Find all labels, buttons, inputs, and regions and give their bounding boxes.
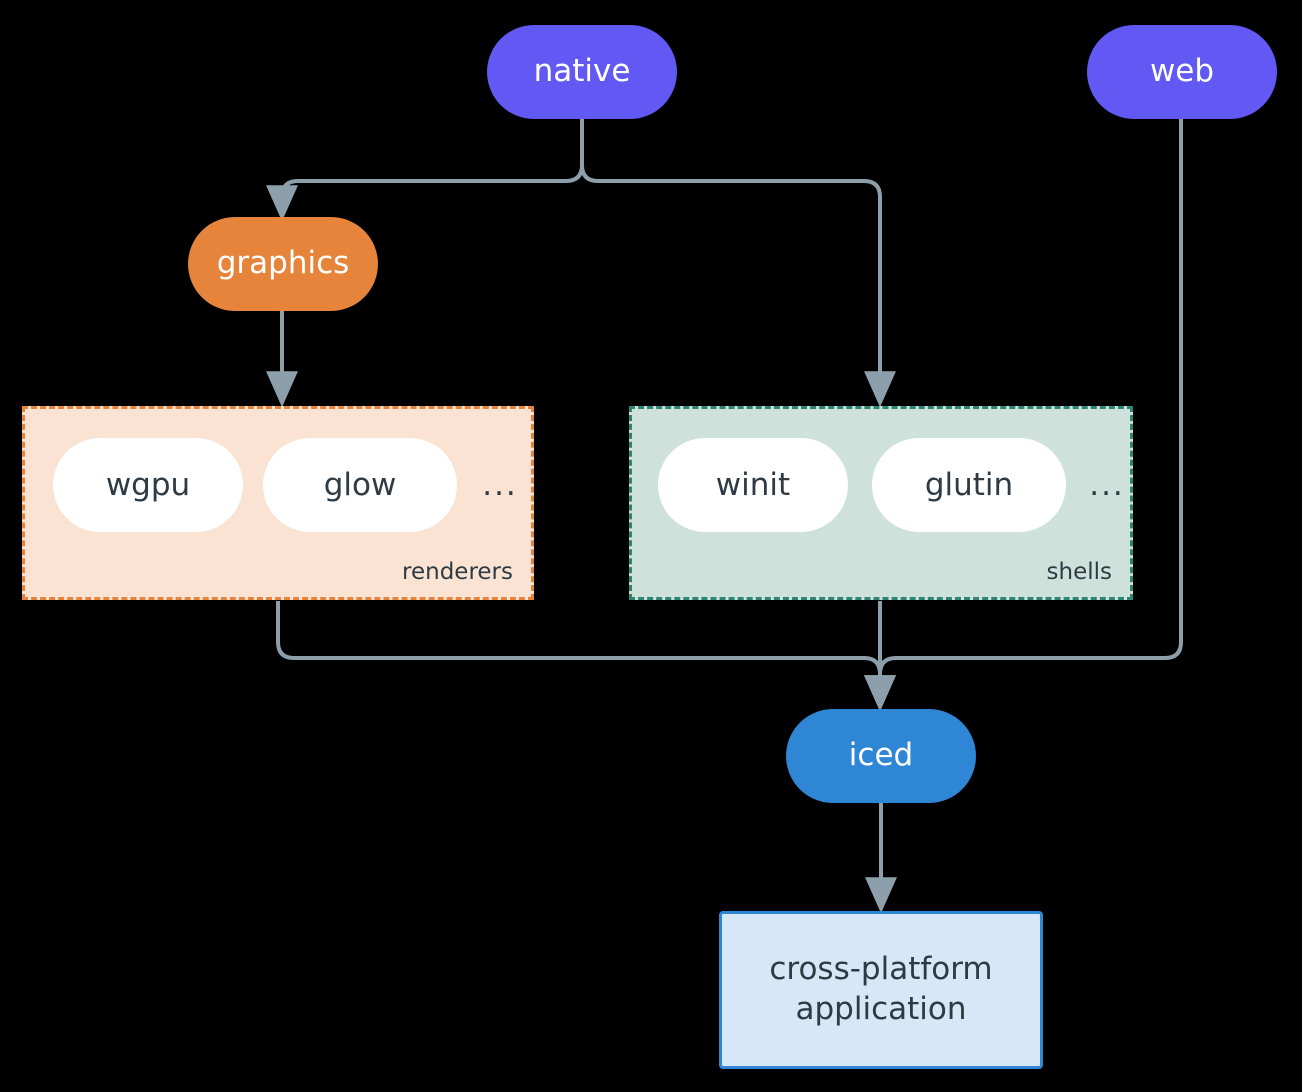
node-glow-label: glow bbox=[323, 467, 397, 503]
edge-native-to-graphics bbox=[266, 119, 584, 222]
node-iced[interactable]: iced bbox=[786, 709, 976, 803]
node-wgpu-label: wgpu bbox=[105, 467, 191, 503]
node-winit[interactable]: winit bbox=[658, 438, 848, 532]
node-graphics[interactable]: graphics bbox=[188, 217, 378, 311]
node-application-label-line1: cross-platform bbox=[769, 951, 993, 988]
cluster-renderers: wgpu glow ... renderers bbox=[22, 406, 534, 600]
node-application-label-line2: application bbox=[795, 991, 967, 1027]
node-glutin[interactable]: glutin bbox=[872, 438, 1066, 532]
node-wgpu[interactable]: wgpu bbox=[53, 438, 243, 532]
node-web-label: web bbox=[1149, 53, 1215, 90]
node-iced-label: iced bbox=[848, 737, 914, 774]
renderers-ellipsis: ... bbox=[482, 467, 518, 503]
edge-native-to-shells bbox=[580, 119, 896, 408]
node-glow[interactable]: glow bbox=[263, 438, 457, 532]
node-web[interactable]: web bbox=[1087, 25, 1277, 119]
shells-ellipsis: ... bbox=[1089, 467, 1125, 503]
node-application[interactable]: cross-platform application bbox=[719, 911, 1043, 1069]
node-glutin-label: glutin bbox=[924, 467, 1014, 503]
edge-renderers-to-iced bbox=[276, 601, 896, 712]
node-native[interactable]: native bbox=[487, 25, 677, 119]
cluster-shells-label: shells bbox=[1046, 559, 1112, 585]
cluster-renderers-label: renderers bbox=[402, 559, 513, 585]
node-graphics-label: graphics bbox=[216, 245, 350, 282]
cluster-shells: winit glutin ... shells bbox=[629, 406, 1133, 600]
node-winit-label: winit bbox=[715, 467, 791, 503]
node-native-label: native bbox=[533, 53, 631, 90]
